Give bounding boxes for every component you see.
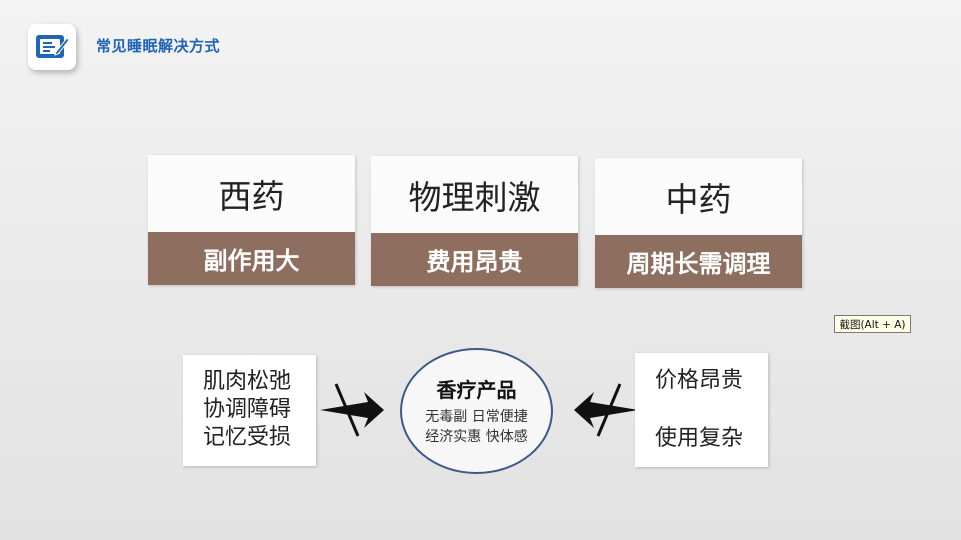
side-effect-item: 肌肉松弛	[203, 369, 292, 394]
drawback-item: 价格昂贵	[655, 368, 744, 393]
card-chinese-medicine: 中药 周期长需调理	[595, 158, 802, 288]
card-drawback: 副作用大	[148, 232, 355, 285]
drawbacks-box: 价格昂贵 使用复杂	[635, 353, 768, 467]
aroma-product-ellipse: 香疗产品 无毒副 日常便捷 经济实惠 快体感	[400, 348, 553, 474]
edit-document-icon	[36, 35, 70, 58]
side-effect-item: 记忆受损	[203, 425, 292, 450]
card-title: 西药	[148, 155, 355, 232]
product-benefit: 无毒副 日常便捷	[425, 409, 528, 425]
card-western-medicine: 西药 副作用大	[148, 155, 355, 285]
blocked-arrow-left-icon	[574, 383, 638, 437]
card-title: 中药	[595, 158, 802, 235]
header-logo	[28, 24, 76, 70]
side-effect-item: 协调障碍	[203, 397, 292, 422]
blocked-arrow-right-icon	[320, 383, 384, 437]
card-drawback: 周期长需调理	[595, 235, 802, 288]
product-title: 香疗产品	[436, 378, 517, 402]
card-physical-stimulation: 物理刺激 费用昂贵	[371, 156, 578, 286]
side-effects-box: 肌肉松弛 协调障碍 记忆受损	[183, 355, 316, 466]
product-benefit: 经济实惠 快体感	[425, 429, 528, 445]
card-title: 物理刺激	[371, 156, 578, 233]
screenshot-tooltip: 截图(Alt + A)	[834, 315, 911, 333]
drawback-item: 使用复杂	[655, 426, 744, 451]
card-drawback: 费用昂贵	[371, 233, 578, 286]
page-title: 常见睡眠解决方式	[96, 37, 221, 55]
